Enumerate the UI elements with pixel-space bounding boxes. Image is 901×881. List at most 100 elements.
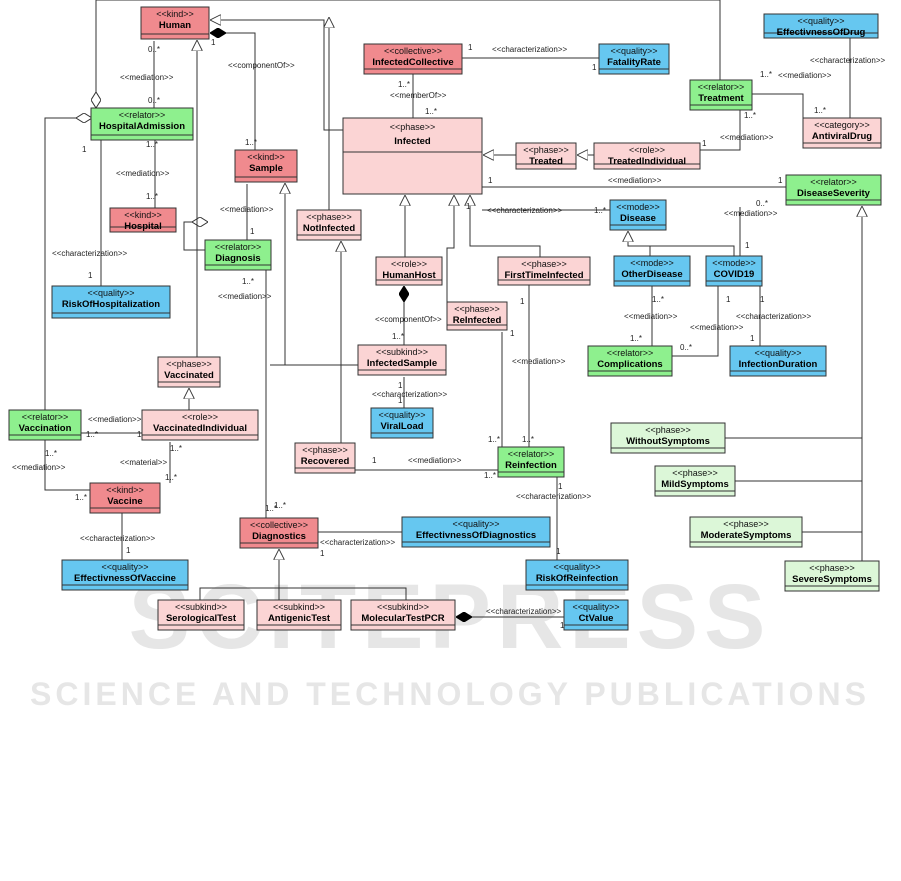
class-effectivenessofvaccine[interactable]: <<quality>>EffectivnessOfVaccine bbox=[61, 559, 189, 591]
class-vaccinatedindividual[interactable]: <<role>>VaccinatedIndividual bbox=[141, 409, 259, 441]
class-otherdisease[interactable]: <<mode>>OtherDisease bbox=[613, 255, 691, 287]
class-vaccination[interactable]: <<relator>>Vaccination bbox=[8, 409, 82, 441]
class-infectedsample[interactable]: <<subkind>>InfectedSample bbox=[357, 344, 447, 376]
class-moleculartestpcr[interactable]: <<subkind>>MolecularTestPCR bbox=[350, 599, 456, 631]
class-riskofhospitalization[interactable]: <<quality>>RiskOfHospitalization bbox=[51, 285, 171, 319]
class-riskofreinfection[interactable]: <<quality>>RiskOfReinfection bbox=[525, 559, 629, 591]
association-label: 1 bbox=[726, 295, 731, 304]
class-stereotype: <<relator>> bbox=[508, 449, 555, 459]
association-label: 1..* bbox=[392, 332, 404, 341]
class-moderatesymptoms[interactable]: <<phase>>ModerateSymptoms bbox=[689, 516, 803, 548]
association-label: 1 bbox=[126, 546, 131, 555]
class-effectivenessofdiagnostics[interactable]: <<quality>>EffectivnessOfDiagnostics bbox=[401, 516, 551, 548]
class-hospitaladmission[interactable]: <<relator>>HospitalAdmission bbox=[90, 107, 194, 141]
class-mildsymptoms[interactable]: <<phase>>MildSymptoms bbox=[654, 465, 736, 497]
class-diseaseseverity[interactable]: <<relator>>DiseaseSeverity bbox=[785, 174, 882, 206]
class-infectionduration[interactable]: <<quality>>InfectionDuration bbox=[729, 345, 827, 377]
class-covid19[interactable]: <<mode>>COVID19 bbox=[705, 255, 763, 287]
class-vaccine[interactable]: <<kind>>Vaccine bbox=[89, 482, 161, 514]
class-serologicaltest[interactable]: <<subkind>>SerologicalTest bbox=[157, 599, 245, 631]
class-humanhost[interactable]: <<role>>HumanHost bbox=[375, 256, 443, 286]
class-diagnosis[interactable]: <<relator>>Diagnosis bbox=[204, 239, 272, 271]
class-name: OtherDisease bbox=[621, 269, 682, 280]
class-viralload[interactable]: <<quality>>ViralLoad bbox=[370, 407, 434, 439]
class-infectedcollective[interactable]: <<collective>>InfectedCollective bbox=[363, 43, 463, 75]
association-label: 1 bbox=[750, 334, 755, 343]
class-stereotype: <<kind>> bbox=[156, 9, 194, 19]
class-name: Disease bbox=[620, 213, 656, 224]
class-reinfected[interactable]: <<phase>>ReInfected bbox=[446, 301, 508, 331]
class-diagnostics[interactable]: <<collective>>Diagnostics bbox=[239, 517, 319, 549]
class-antiviraldrug[interactable]: <<category>>AntiviralDrug bbox=[802, 117, 882, 149]
class-stereotype: <<subkind>> bbox=[376, 347, 428, 357]
class-name: Vaccinated bbox=[164, 370, 214, 381]
class-hospital[interactable]: <<kind>>Hospital bbox=[109, 207, 177, 233]
association-label: 1 bbox=[320, 549, 325, 558]
association-label: 1..* bbox=[170, 444, 182, 453]
association-label: <<characterization>> bbox=[492, 45, 567, 54]
class-effectivenessofdrug[interactable]: <<quality>>EffectivnessOfDrug bbox=[763, 13, 879, 39]
class-stereotype: <<kind>> bbox=[124, 210, 162, 220]
class-withoutsymptoms[interactable]: <<phase>>WithoutSymptoms bbox=[610, 422, 726, 454]
association-label: 1 bbox=[745, 241, 750, 250]
association-label: 1..* bbox=[274, 501, 286, 510]
class-name: Diagnostics bbox=[252, 531, 306, 542]
class-vaccinated[interactable]: <<phase>>Vaccinated bbox=[157, 356, 221, 388]
class-name: DiseaseSeverity bbox=[797, 188, 871, 199]
class-human[interactable]: <<kind>>Human bbox=[140, 6, 210, 40]
association-label: <<mediation>> bbox=[12, 463, 66, 472]
class-recovered[interactable]: <<phase>>Recovered bbox=[294, 442, 356, 474]
class-sample[interactable]: <<kind>>Sample bbox=[234, 149, 298, 183]
class-stereotype: <<phase>> bbox=[672, 468, 718, 478]
class-stereotype: <<relator>> bbox=[607, 348, 654, 358]
class-fatalityrate[interactable]: <<quality>>FatalityRate bbox=[598, 43, 670, 75]
class-infected[interactable]: <<phase>>Infected bbox=[342, 117, 483, 195]
class-treated[interactable]: <<phase>>Treated bbox=[515, 142, 577, 170]
association-label: 1 bbox=[250, 227, 255, 236]
class-stereotype: <<relator>> bbox=[22, 412, 69, 422]
association-label: 1 bbox=[82, 145, 87, 154]
class-ctvalue[interactable]: <<quality>>CtValue bbox=[563, 599, 629, 631]
class-name: InfectionDuration bbox=[739, 359, 818, 370]
association-label: 1 bbox=[560, 621, 565, 630]
association-label: <<componentOf>> bbox=[375, 315, 442, 324]
association-label: 1..* bbox=[86, 430, 98, 439]
class-stereotype: <<quality>> bbox=[754, 348, 801, 358]
class-disease[interactable]: <<mode>>Disease bbox=[609, 199, 667, 231]
class-treatedindividual[interactable]: <<role>>TreatedIndividual bbox=[593, 142, 701, 170]
class-treatment[interactable]: <<relator>>Treatment bbox=[689, 79, 753, 111]
class-stereotype: <<mode>> bbox=[630, 258, 674, 268]
class-complications[interactable]: <<relator>>Complications bbox=[587, 345, 673, 377]
class-stereotype: <<phase>> bbox=[645, 425, 691, 435]
association-label: 1 bbox=[398, 381, 403, 390]
connector-line bbox=[44, 118, 91, 425]
class-box bbox=[109, 207, 177, 233]
class-antigenictest[interactable]: <<subkind>>AntigenicTest bbox=[256, 599, 342, 631]
class-name: AntigenicTest bbox=[268, 613, 331, 624]
association-label: <<mediation>> bbox=[116, 169, 170, 178]
class-name: Sample bbox=[249, 163, 283, 174]
class-name: COVID19 bbox=[714, 269, 755, 280]
class-name: SevereSymptoms bbox=[792, 574, 872, 585]
association-label: 1 bbox=[592, 63, 597, 72]
association-label: 1..* bbox=[398, 80, 410, 89]
class-name: SerologicalTest bbox=[166, 613, 237, 624]
class-name: MildSymptoms bbox=[661, 479, 729, 490]
class-stereotype: <<mode>> bbox=[712, 258, 756, 268]
association-label: 1 bbox=[760, 295, 765, 304]
class-stereotype: <<collective>> bbox=[384, 46, 442, 56]
class-notinfected[interactable]: <<phase>>NotInfected bbox=[296, 209, 362, 241]
connector-line bbox=[96, 0, 721, 80]
association-label: 1..* bbox=[760, 70, 772, 79]
class-severesymptoms[interactable]: <<phase>>SevereSymptoms bbox=[784, 560, 880, 592]
class-stereotype: <<phase>> bbox=[809, 563, 855, 573]
connector-line bbox=[700, 110, 741, 151]
association-label: 1..* bbox=[484, 471, 496, 480]
association-label: 1 bbox=[211, 38, 216, 47]
association-label: 1 bbox=[466, 202, 471, 211]
class-firsttimeinfected[interactable]: <<phase>>FirstTimeInfected bbox=[497, 256, 591, 286]
class-stereotype: <<quality>> bbox=[572, 602, 619, 612]
association-label: 1 bbox=[398, 396, 403, 405]
connector-line bbox=[470, 196, 541, 257]
class-reinfection[interactable]: <<relator>>Reinfection bbox=[497, 446, 565, 478]
